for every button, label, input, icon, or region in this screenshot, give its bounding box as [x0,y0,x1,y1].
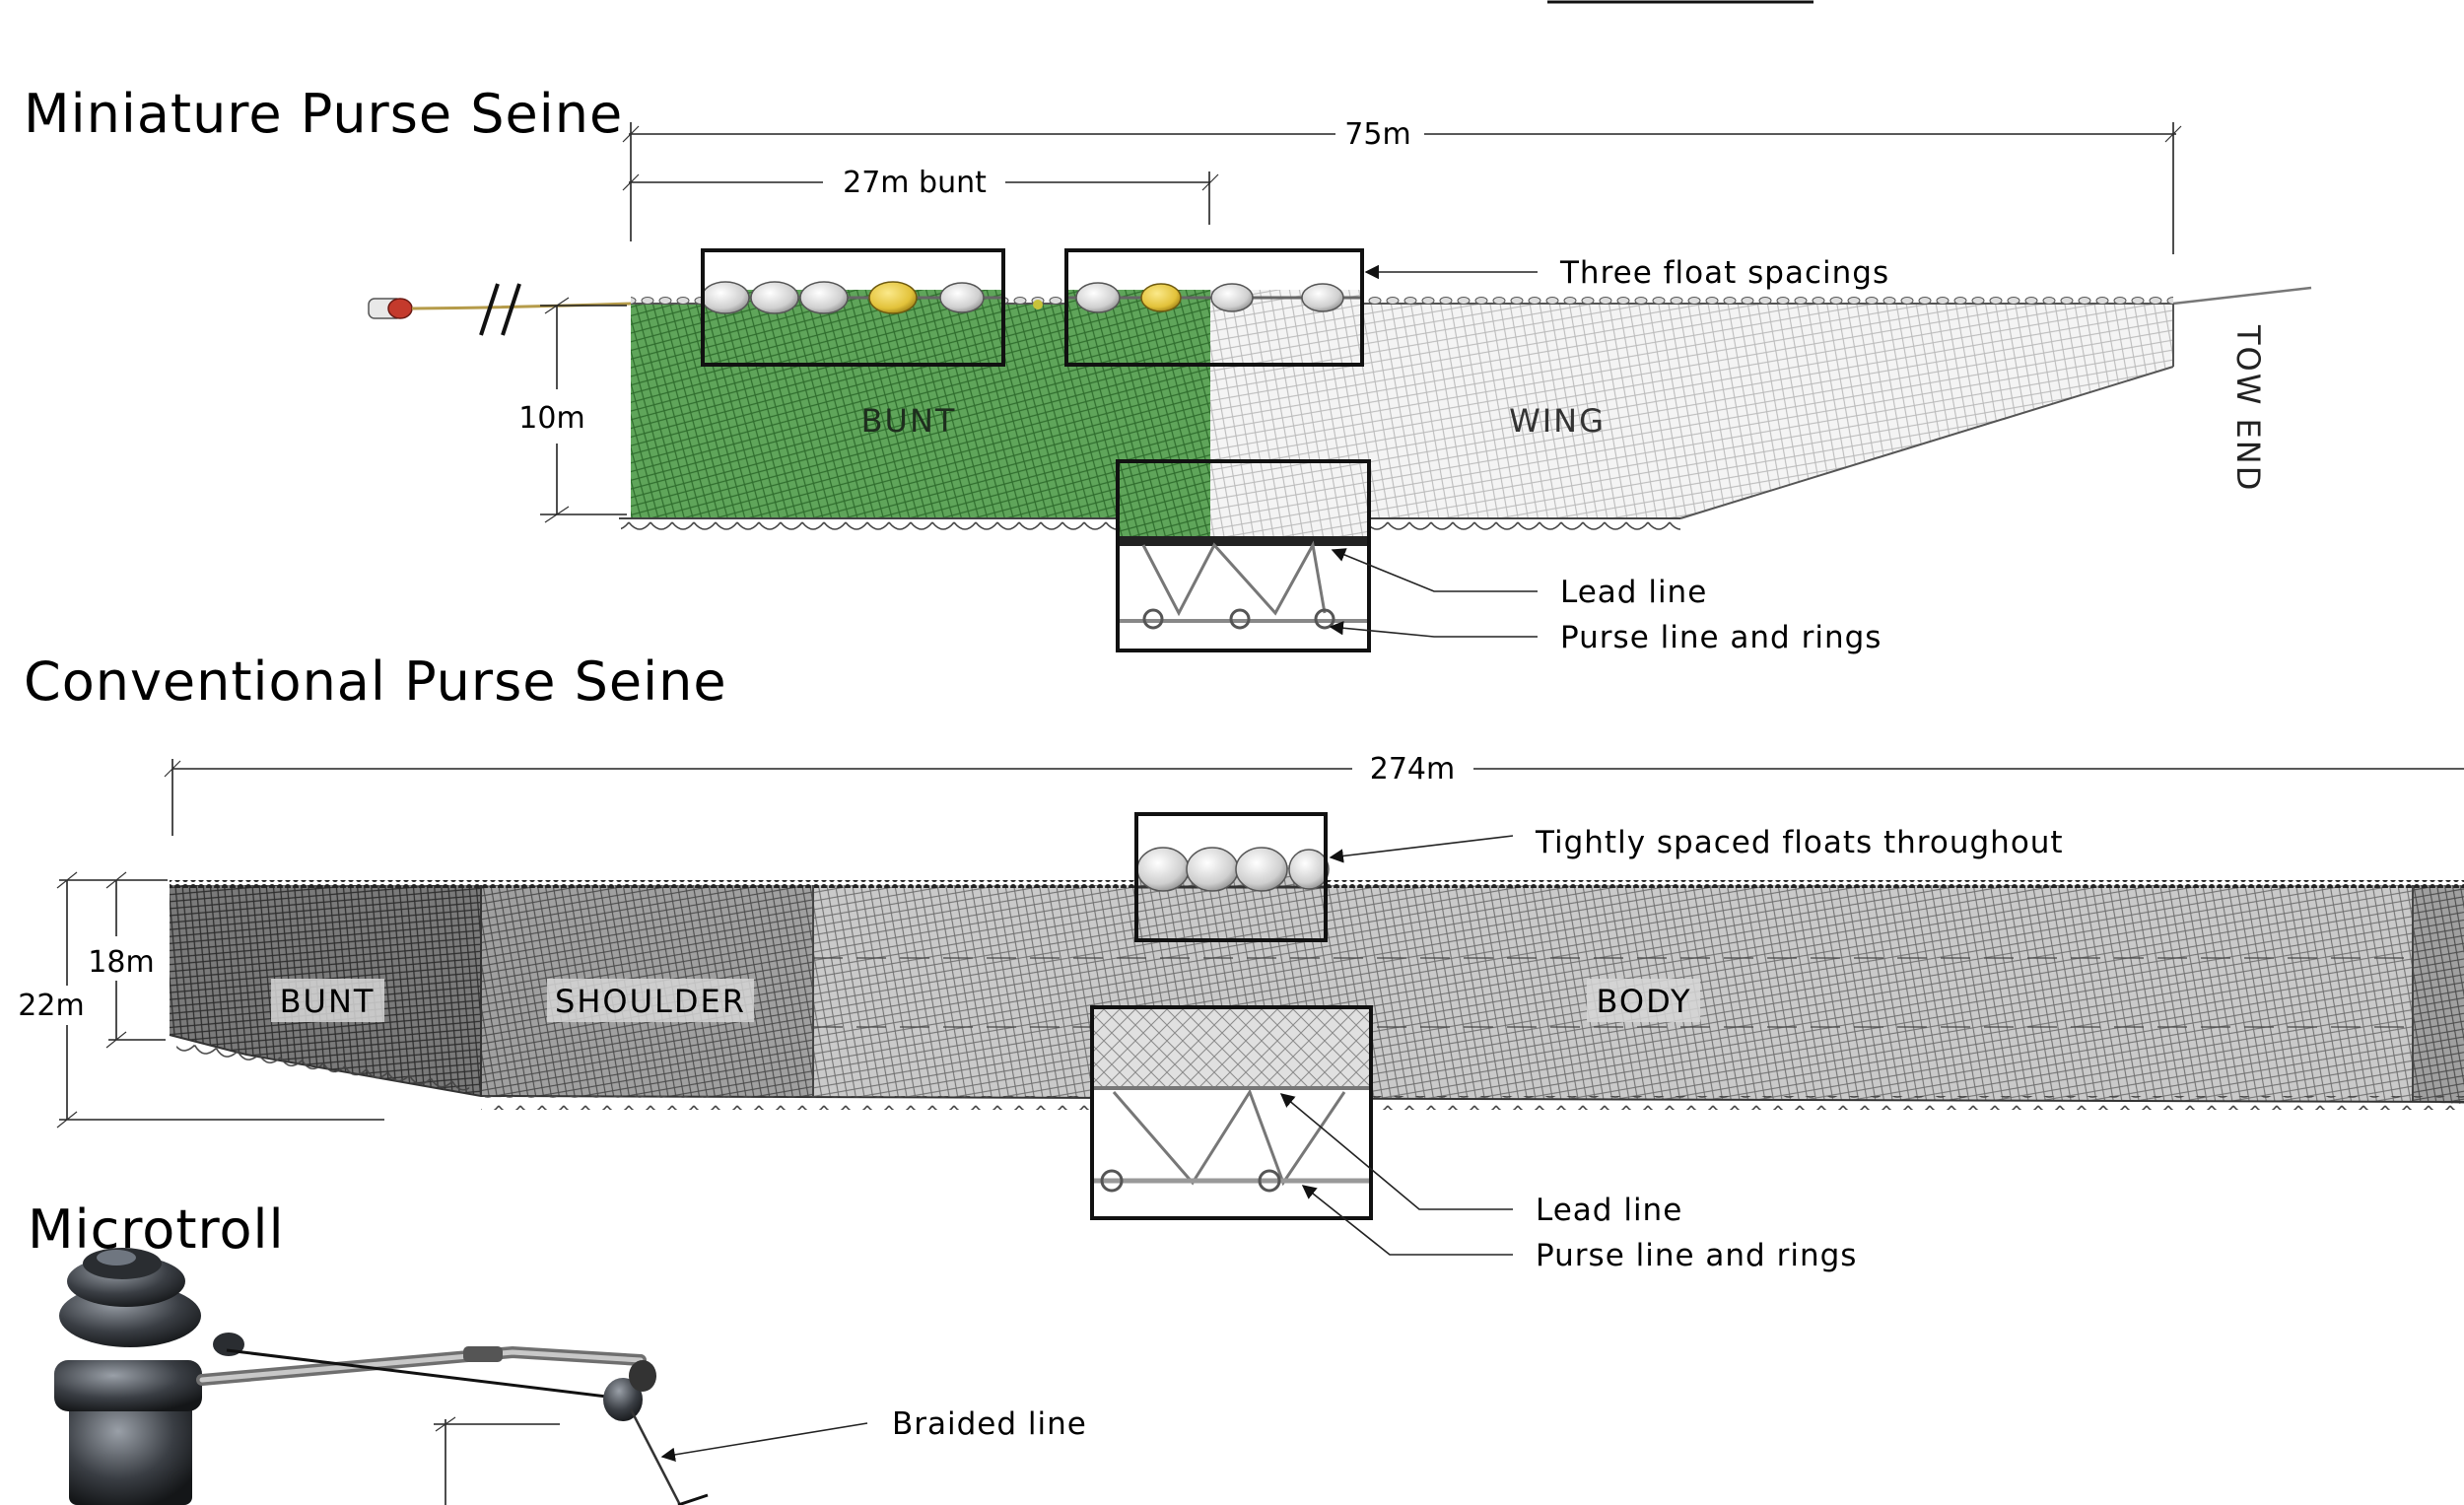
marker-buoy [368,298,413,319]
miniature-bunt-length-dimension: 27m bunt [622,166,1219,225]
miniature-total-length-label: 75m [1344,117,1410,152]
float-white [1301,283,1344,312]
miniature-heading: Miniature Purse Seine [24,83,623,145]
lead-line-detail-box-conventional [1090,1005,1373,1220]
conventional-section-shoulder: SHOULDER [555,983,746,1020]
miniature-purse-line-callout: Purse line and rings [1560,620,1882,655]
float-yellow [868,281,918,314]
conventional-purse-line-callout: Purse line and rings [1536,1238,1857,1273]
conventional-heading: Conventional Purse Seine [24,650,727,713]
float-white [1075,282,1121,313]
microtroll-dimension [434,1416,709,1505]
float-white [799,281,849,314]
miniature-lead-line-callout: Lead line [1560,575,1707,610]
braided-line-arrow [660,1422,868,1463]
float-detail-box-conventional [1134,812,1330,942]
lead-line-detail-box-miniature [1116,459,1371,652]
purse-line-arrow-conventional [1301,1185,1513,1256]
lead-line-arrow-conventional [1279,1093,1513,1210]
miniature-floats-callout: Three float spacings [1559,255,1889,291]
purse-line-arrow-miniature [1329,621,1538,638]
conventional-total-length-label: 274m [1370,752,1455,787]
miniature-section-wing: WING [1509,402,1606,440]
miniature-depth-dimension: 10m [518,297,627,523]
conventional-shoulder-plate [547,979,754,1022]
float-white [750,281,799,314]
conventional-body-plate [1587,979,1700,1022]
miniature-depth-label: 10m [518,401,584,436]
float-detail-box-bunt [701,248,1005,367]
miniature-bunt-length-label: 27m bunt [843,166,987,200]
microtroll-heading: Microtroll [28,1198,285,1261]
tight-floats-arrow [1329,835,1514,863]
conventional-section-bunt: BUNT [280,983,376,1020]
float-detail-box-transition [1064,248,1364,367]
conventional-depth-outer-label: 22m [18,989,84,1023]
microtroll-boom [196,1345,682,1505]
miniature-tow-end-label: TOW END [2229,324,2267,492]
conventional-lead-line-callout: Lead line [1536,1193,1682,1228]
conventional-depth-inner-label: 18m [88,945,154,980]
float-white [939,282,985,313]
microtroll-line-callout: Braided line [892,1406,1087,1442]
conventional-depth-dimensions: 22m 18m [18,871,384,1129]
microtroll-reel [54,1248,244,1505]
float-small-yellow [1033,300,1043,309]
conventional-floats-callout: Tightly spaced floats throughout [1535,825,2064,860]
conventional-total-length-dimension: 274m [164,752,2464,836]
float-white [701,281,750,314]
lead-line-arrow-miniature [1331,548,1538,592]
conventional-section-body: BODY [1596,983,1691,1020]
float-yellow [1140,283,1182,312]
conventional-bunt-plate [271,979,384,1022]
line-break-symbol [479,283,521,336]
miniature-section-bunt: BUNT [861,402,957,440]
float-white [1210,283,1254,312]
miniature-total-length-dimension: 75m [622,117,2182,254]
buoy-line [411,302,632,310]
